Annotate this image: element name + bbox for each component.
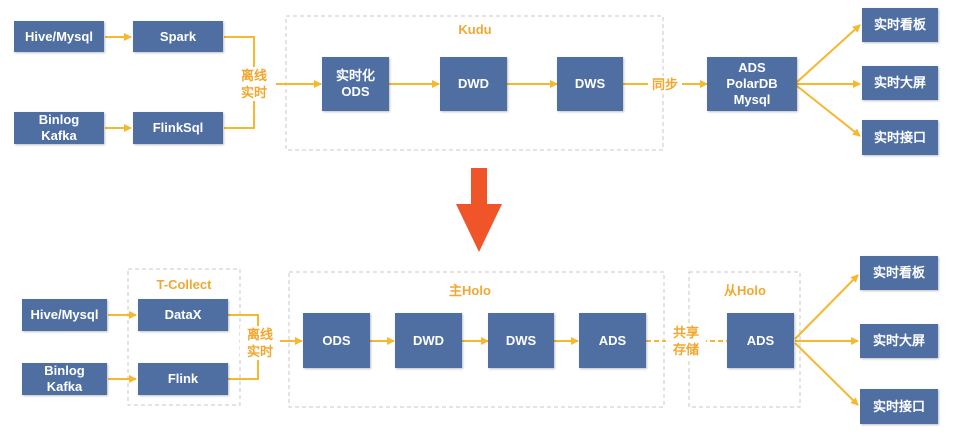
output-dashboard: 实时看板 xyxy=(862,8,938,42)
main-holo-title: 主Holo xyxy=(449,283,491,298)
replica-ads: ADS xyxy=(727,313,794,368)
output-big-screen-b: 实时大屏 xyxy=(860,324,938,358)
source-binlog-kafka: Binlog Kafka xyxy=(14,112,104,144)
output-api-b: 实时接口 xyxy=(860,389,938,424)
arrow-replica-out3 xyxy=(794,342,859,406)
engine-datax: DataX xyxy=(138,299,228,331)
output-dashboard-b: 实时看板 xyxy=(860,256,938,290)
offline-realtime-label: 离线 实时 xyxy=(232,67,276,101)
sync-label: 同步 xyxy=(648,76,682,93)
layer-ods-realtime: 实时化 ODS xyxy=(322,57,389,111)
layer-ods-b: ODS xyxy=(303,313,370,368)
source-hive-mysql-b: Hive/Mysql xyxy=(22,299,107,331)
tcollect-group-frame xyxy=(127,268,241,406)
tcollect-group-title: T-Collect xyxy=(156,277,212,292)
replica-holo-title: 从Holo xyxy=(724,283,766,298)
ads-polardb-mysql: ADS PolarDB Mysql xyxy=(707,57,797,111)
arrow-ads-out3 xyxy=(796,85,861,137)
kudu-group-title: Kudu xyxy=(458,22,492,37)
shared-storage-label: 共享 存储 xyxy=(666,324,706,358)
main-holo-group-frame xyxy=(288,271,665,408)
engine-flink: Flink xyxy=(138,363,228,395)
replica-holo-group-frame xyxy=(688,271,801,408)
layer-dws: DWS xyxy=(557,57,623,111)
arrow-replica-out1 xyxy=(794,274,859,340)
layer-ads-b: ADS xyxy=(579,313,646,368)
output-api: 实时接口 xyxy=(862,120,938,155)
arrow-ads-out1 xyxy=(796,24,861,83)
offline-realtime-label-b: 离线 实时 xyxy=(240,326,280,360)
source-hive-mysql: Hive/Mysql xyxy=(14,21,104,52)
transition-arrow xyxy=(456,168,502,252)
engine-flinksql: FlinkSql xyxy=(133,112,223,144)
layer-dwd-b: DWD xyxy=(395,313,462,368)
source-binlog-kafka-b: Binlog Kafka xyxy=(22,363,107,395)
output-big-screen: 实时大屏 xyxy=(862,66,938,100)
engine-spark: Spark xyxy=(133,21,223,52)
layer-dwd: DWD xyxy=(440,57,507,111)
layer-dws-b: DWS xyxy=(488,313,554,368)
